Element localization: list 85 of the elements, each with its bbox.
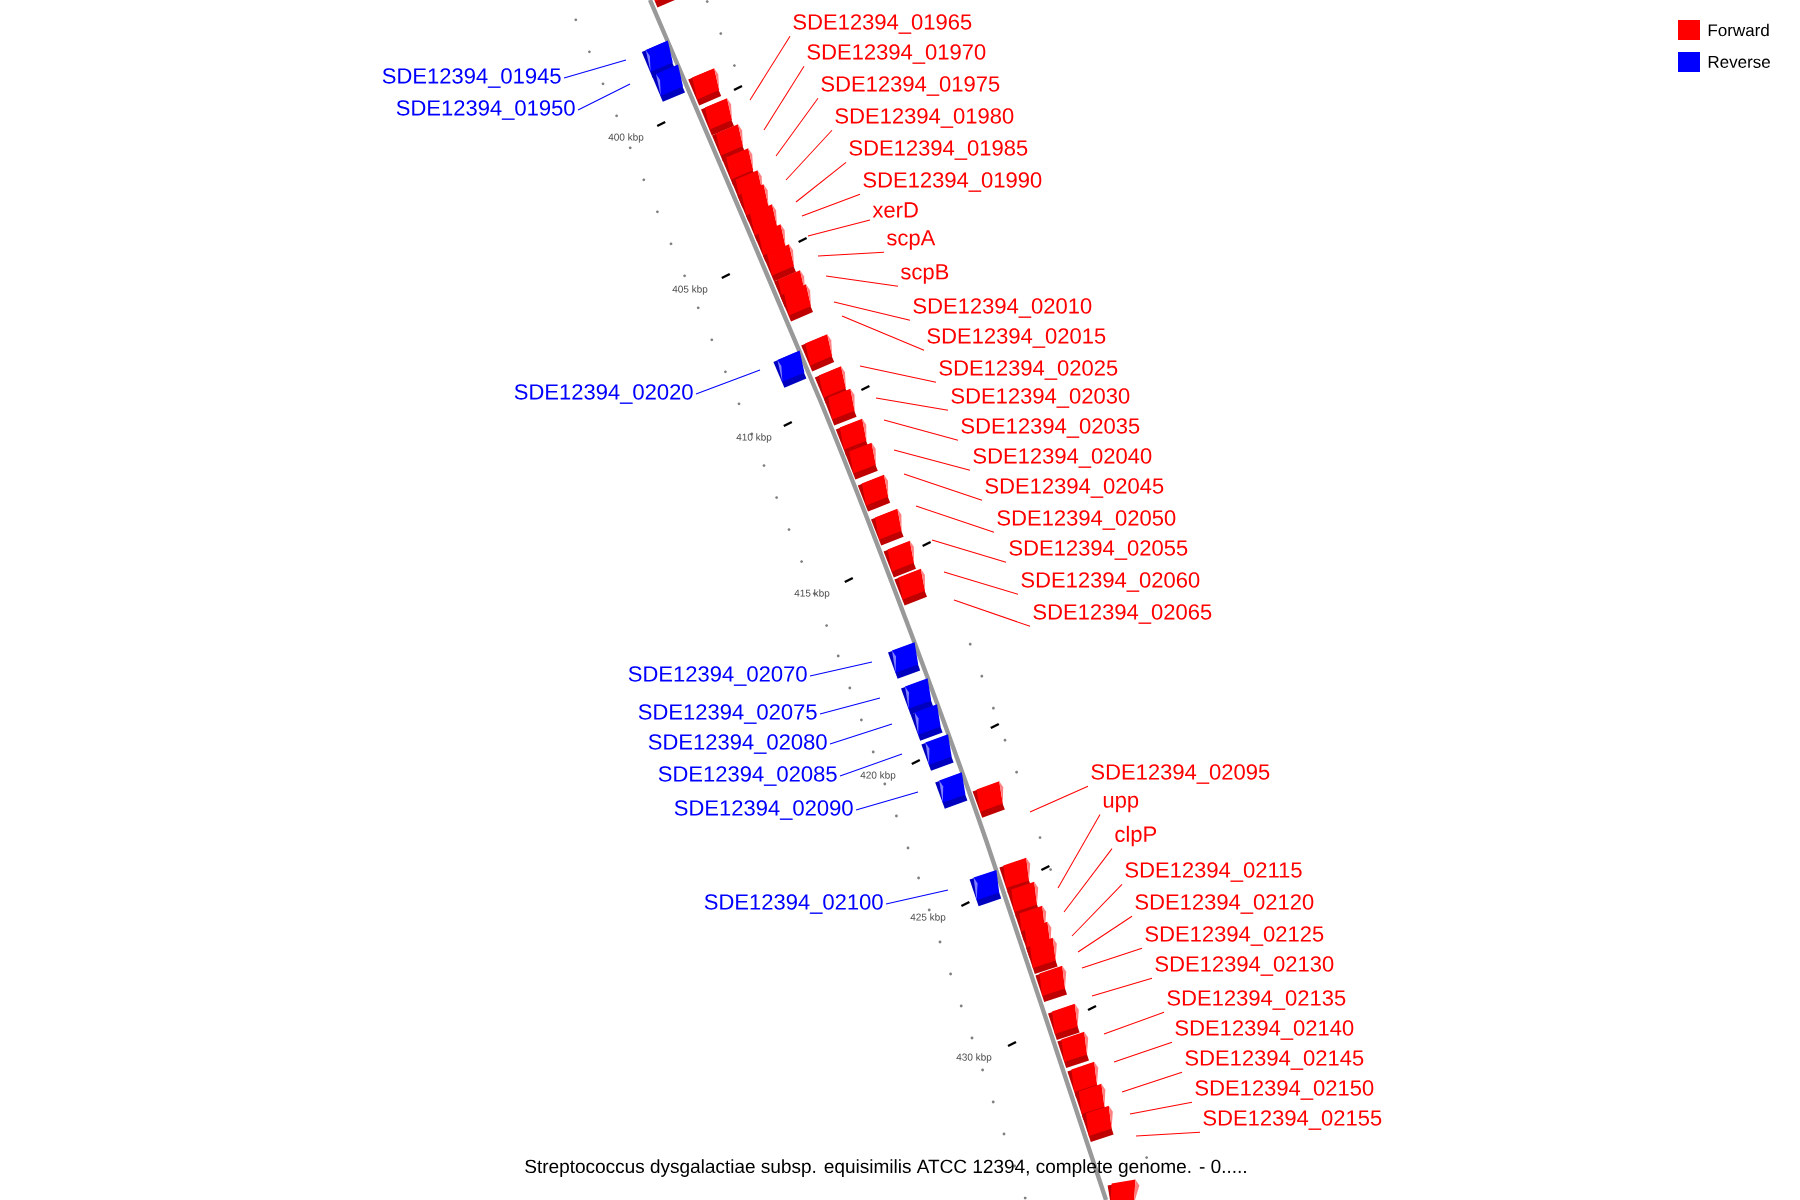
gene-label: SDE12394_02145 <box>1185 1050 1364 1070</box>
leader-line <box>1113 1041 1173 1063</box>
leader-line <box>1029 785 1089 813</box>
leader-line <box>775 97 819 157</box>
leader-line <box>829 723 893 745</box>
leader-line <box>833 301 911 321</box>
gene-label: SDE12394_01975 <box>821 76 1000 96</box>
gene-label: upp <box>1103 795 1139 813</box>
leader-line <box>859 365 937 383</box>
gene-label: SDE12394_02140 <box>1175 1020 1354 1040</box>
gene-label: SDE12394_02045 <box>985 478 1164 498</box>
leader-line <box>953 599 1031 627</box>
gene-label: SDE12394_02115 <box>1125 862 1302 882</box>
leader-line <box>785 129 833 181</box>
leader-line <box>809 661 873 677</box>
gene-label: SDE12394_02075 <box>638 704 817 724</box>
gene-label: SDE12394_02090 <box>674 800 853 820</box>
leader-line <box>1077 915 1133 953</box>
leader-line <box>749 35 791 101</box>
leader-line <box>855 791 919 811</box>
gene-label: SDE12394_01945 <box>382 68 561 88</box>
gene-label: SDE12394_02025 <box>939 360 1118 380</box>
leader-line <box>801 193 861 217</box>
gene-label: SDE12394_02055 <box>1009 540 1188 560</box>
leader-line <box>1135 1131 1201 1137</box>
gene-label: xerD <box>872 202 918 218</box>
leader-line <box>577 83 631 111</box>
gene-label: clpP <box>1115 825 1157 847</box>
gene-label: SDE12394_02155 <box>1203 1110 1382 1130</box>
leader-line <box>763 65 805 131</box>
leader-line <box>807 219 871 237</box>
legend-label: Forward <box>1708 23 1769 37</box>
gene-label: SDE12394_01965 <box>793 14 972 34</box>
gene-label: SDE12394_02030 <box>951 388 1130 408</box>
leader-line <box>695 369 761 395</box>
leader-line <box>563 59 627 79</box>
leader-line <box>943 571 1019 595</box>
leader-line <box>1121 1071 1183 1093</box>
leader-line <box>1081 947 1143 969</box>
caption: Streptococcus dysgalactiae subsp. equisimilis ATCC 12394, complete genome. - 0..... <box>525 1159 1246 1177</box>
gene-label: SDE12394_01970 <box>807 44 986 64</box>
gene-label: SDE12394_02095 <box>1091 764 1270 784</box>
gene-label: SDE12394_02125 <box>1145 926 1324 946</box>
gene-label: SDE12394_02020 <box>514 384 693 404</box>
gene-label: scpA <box>887 230 936 250</box>
leader-line <box>1103 1011 1165 1035</box>
leader-line <box>819 697 881 715</box>
leader-line <box>885 889 949 905</box>
leader-line <box>1071 883 1123 937</box>
leader-line <box>825 275 899 287</box>
gene-label: SDE12394_02035 <box>961 418 1140 438</box>
leader-line <box>883 419 959 441</box>
legend-label: Reverse <box>1708 56 1770 68</box>
leader-line <box>893 449 971 471</box>
gene-label: SDE12394_02010 <box>913 298 1092 318</box>
gene-label: SDE12394_02135 <box>1167 990 1346 1010</box>
gene-label: SDE12394_02070 <box>628 666 807 686</box>
gene-label: SDE12394_02120 <box>1135 894 1314 914</box>
leader-line <box>1091 977 1153 997</box>
gene-label: scpB <box>901 264 949 284</box>
leader-line <box>795 161 847 203</box>
leader-line <box>875 397 949 411</box>
leader-line <box>1063 848 1113 913</box>
leader-line <box>915 505 995 533</box>
leader-line <box>931 539 1007 563</box>
gene-label: SDE12394_01990 <box>863 172 1042 192</box>
gene-label: SDE12394_02130 <box>1155 956 1334 976</box>
gene-label: SDE12394_01950 <box>396 100 575 120</box>
gene-label: SDE12394_02040 <box>973 448 1152 468</box>
gene-label: SDE12394_02100 <box>704 894 883 914</box>
gene-label: SDE12394_02050 <box>997 510 1176 530</box>
leader-line <box>841 315 925 351</box>
gene-label: SDE12394_02085 <box>658 766 837 786</box>
gene-label: SDE12394_02150 <box>1195 1080 1374 1100</box>
gene-label: SDE12394_02015 <box>927 328 1106 348</box>
gene-label: SDE12394_02065 <box>1033 604 1212 624</box>
leader-line <box>903 473 983 501</box>
leader-line <box>839 753 903 777</box>
gene-label: SDE12394_02080 <box>648 734 827 754</box>
gene-label: SDE12394_02060 <box>1021 572 1200 592</box>
leader-line <box>1057 814 1101 889</box>
leader-line <box>817 251 885 257</box>
gene-label: SDE12394_01980 <box>835 108 1014 128</box>
gene-label: SDE12394_01985 <box>849 140 1028 160</box>
leader-line <box>1129 1101 1193 1115</box>
